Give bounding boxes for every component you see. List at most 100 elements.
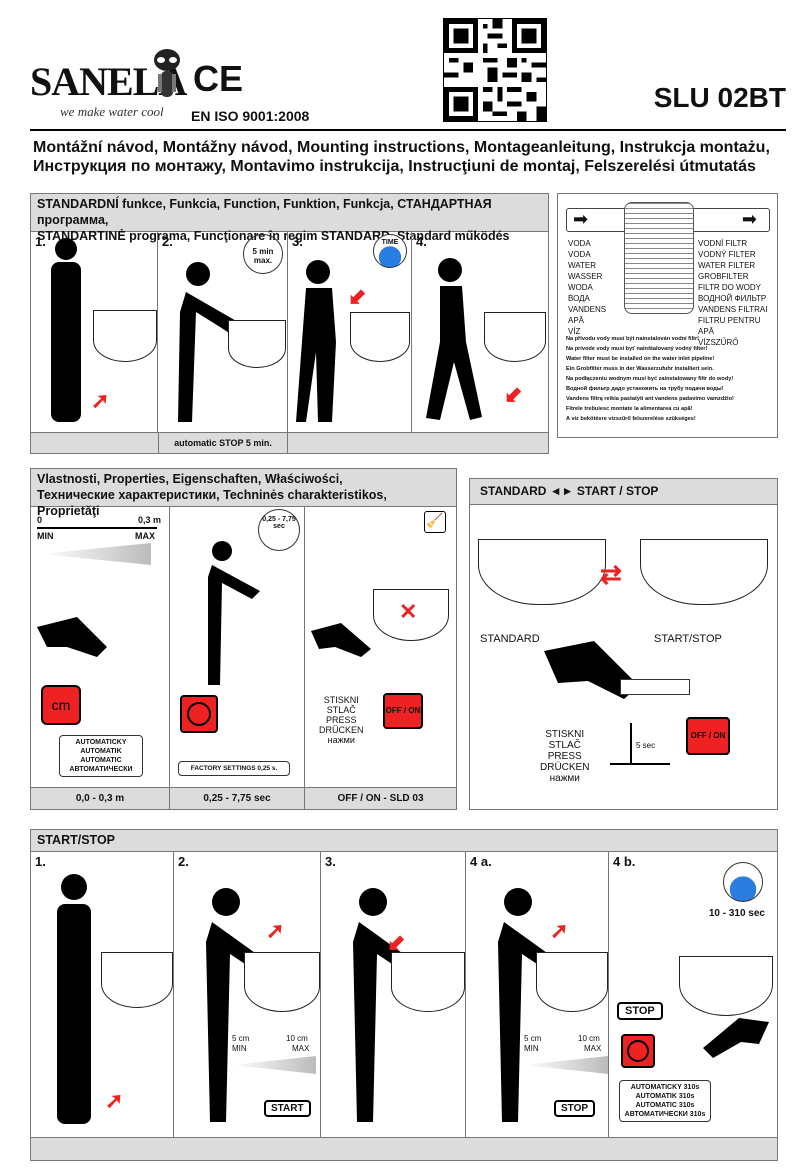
filter-label: GROBFILTER — [698, 272, 749, 281]
hand-icon — [311, 623, 371, 657]
max-label: MAX — [292, 1044, 310, 1053]
automatic-text: AUTOMATIK 310s — [635, 1093, 695, 1100]
mode-switch-panel: STANDARD ◄► START / STOP ⇄ STANDARD STAR… — [469, 478, 778, 810]
filter-label: ВОДНОЙ ФИЛЬТР — [698, 294, 767, 303]
time-timer-icon: TIME — [373, 234, 407, 268]
switch-arrows-icon: ⇄ — [600, 559, 622, 589]
startstop-step-2: 2. ➚ 5 cm 10 cm MIN MAX START — [174, 852, 321, 1137]
automatic-label: AUTOMATICKY AUTOMATIK AUTOMATIC АВТОМАТИ… — [59, 735, 143, 777]
properties-panel: Vlastnosti, Properties, Eigenschaften, W… — [30, 468, 457, 810]
press-instruction: STISKNI STLAČ PRESS DRÜCKEN нажми — [319, 695, 364, 745]
water-label: WATER — [568, 261, 596, 270]
filter-label: WATER FILTER — [698, 261, 756, 270]
factory-settings-label: FACTORY SETTINGS 0,25 s. — [178, 761, 290, 776]
max-label: MAX — [584, 1044, 602, 1053]
offon-cell: 🧹 ✕ STISKNI STLAČ PRESS DRÜCKEN нажми OF… — [305, 507, 456, 787]
leave-arrow-icon: ⬋ — [504, 382, 523, 407]
washbasin-icon — [640, 539, 768, 605]
start-label: START — [264, 1100, 311, 1117]
timer-cell: 0,25 - 7,75 sec FACTORY SETTINGS 0,25 s. — [170, 507, 305, 787]
range-cell: 0 0,3 m MIN MAX cm AUTOMATICKY AUTOMATIK… — [31, 507, 170, 787]
washbasin-icon — [391, 952, 465, 1012]
flow-arrow-icon: ➡ — [573, 209, 589, 229]
washbasin-icon — [484, 312, 546, 362]
distance-10cm: 10 cm — [286, 1034, 308, 1043]
filter-warnings: Na přívodu vody musí být nainstalován vo… — [566, 334, 770, 424]
water-label: VODA — [568, 239, 591, 248]
approach-arrow-icon: ➚ — [91, 388, 110, 413]
stop-label: STOP — [617, 1002, 663, 1020]
automatic-text: AUTOMATIC — [80, 757, 122, 764]
sensor-range-icon: cm — [41, 685, 81, 725]
start-arrow-icon: ➚ — [266, 918, 285, 943]
press-text: нажми — [327, 735, 355, 745]
range-end: 0,3 m — [137, 515, 161, 525]
min-label: MIN — [524, 1044, 539, 1053]
person-body-icon — [57, 904, 91, 1124]
startstop-footer — [31, 1137, 777, 1160]
press-duration: 5 sec — [636, 741, 656, 750]
press-text: STISKNI — [545, 729, 585, 740]
press-baseline — [610, 763, 670, 765]
properties-title-line1: Vlastnosti, Properties, Eigenschaften, W… — [37, 472, 343, 486]
max-label: MAX — [135, 531, 155, 541]
filter-label: VANDENS FILTRAI — [698, 305, 768, 314]
water-label: VODA — [568, 250, 591, 259]
sensor-module-icon — [620, 679, 690, 695]
qr-code-icon — [443, 18, 547, 122]
step-number: 2. — [178, 854, 189, 869]
off-on-button[interactable]: OFF / ON — [383, 693, 423, 729]
press-text: STISKNI — [323, 695, 359, 705]
page-title: Montážní návod, Montážny návod, Mounting… — [33, 138, 770, 176]
person-head-icon — [61, 874, 87, 900]
filter-warning: Na prívode vody musí byť nainštalovaný v… — [566, 346, 708, 352]
automatic-text: AUTOMATIK — [80, 748, 122, 755]
washbasin-icon — [228, 320, 286, 368]
ce-mark: CE — [193, 58, 244, 99]
range-scale — [37, 527, 157, 529]
disabled-cross-icon: ✕ — [399, 599, 418, 624]
person-body-icon — [51, 262, 81, 422]
page-title-line2: Инструкция по монтажу, Montavimo instruk… — [33, 158, 756, 175]
standard-step-4: 4. ⬋ — [412, 232, 549, 432]
standard-mode-label: STANDARD — [480, 633, 540, 645]
offon-value: OFF / ON - SLD 03 — [337, 793, 424, 804]
iso-certification: EN ISO 9001:2008 — [191, 108, 310, 124]
standard-panel-header: STANDARDNÍ funkce, Funkcia, Function, Fu… — [31, 194, 548, 243]
min-label: MIN — [37, 531, 54, 541]
startstop-step-4a: 4 a. ➚ 5 cm 10 cm MIN MAX STOP — [466, 852, 609, 1137]
person-head-icon — [55, 238, 77, 260]
filter-housing-icon — [624, 202, 694, 314]
press-text: DRÜCKEN — [319, 725, 364, 735]
water-labels: VODA VODA WATER WASSER WODA ВОДА VANDENS… — [568, 238, 606, 337]
water-label: WASSER — [568, 272, 603, 281]
step-number: 1. — [35, 854, 46, 869]
header-divider — [30, 129, 786, 131]
washbasin-icon — [244, 952, 320, 1012]
off-on-button[interactable]: OFF / ON — [686, 717, 730, 755]
automatic-text: AUTOMATICKY — [75, 739, 127, 746]
step-number: 4 a. — [470, 854, 492, 869]
stop-arrow-icon: ➚ — [550, 918, 569, 943]
standard-title-line1: STANDARDNÍ funkce, Funkcia, Function, Fu… — [37, 197, 492, 227]
model-number: SLU 02BT — [653, 82, 786, 113]
clock-icon — [621, 1034, 655, 1068]
clock-icon — [180, 695, 218, 733]
startstop-step-4b: 4 b. 10 - 310 sec STOP AUTOMATICKY 310s … — [609, 852, 777, 1137]
startstop-panel: START/STOP 1. ➚ 2. ➚ 5 cm 10 cm MIN MAX … — [30, 829, 778, 1161]
water-label: APĂ — [568, 316, 585, 325]
startstop-step-3: 3. ⬋ — [321, 852, 466, 1137]
press-text: PRESS — [326, 715, 357, 725]
step-number: 3. — [325, 854, 336, 869]
standard-function-panel: STANDARDNÍ funkce, Funkcia, Function, Fu… — [30, 193, 549, 454]
range-value: 0,0 - 0,3 m — [31, 788, 170, 809]
filter-labels: VODNÍ FILTR VODNÝ FILTER WATER FILTER GR… — [698, 238, 777, 348]
page-title-line1: Montážní návod, Montážny návod, Mounting… — [33, 139, 770, 156]
standard-footer: automatic STOP 5 min. — [31, 432, 548, 454]
filter-warning: Vandens filtrą reikia pastatyti ant vand… — [566, 396, 734, 402]
filter-label: FILTR DO WODY — [698, 283, 761, 292]
distance-5cm: 5 cm — [524, 1034, 542, 1043]
automatic-text: AUTOMATIC 310s — [635, 1102, 695, 1109]
mode-switch-header: STANDARD ◄► START / STOP — [470, 479, 777, 505]
startstop-header: START/STOP — [31, 830, 777, 852]
